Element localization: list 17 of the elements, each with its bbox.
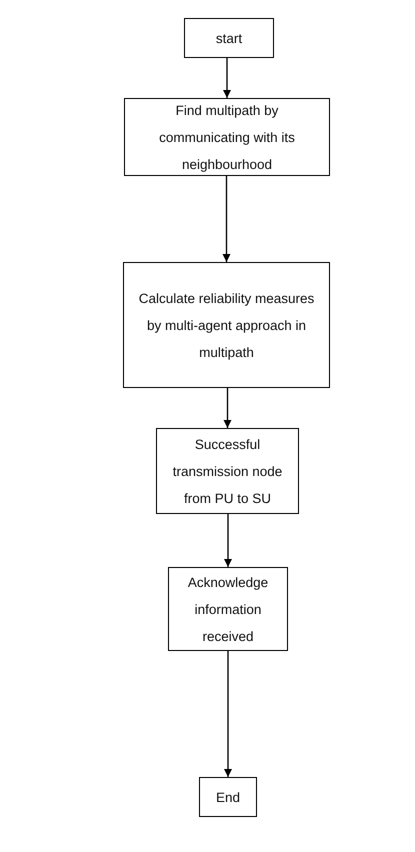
arrow (224, 514, 232, 567)
step-text: start (216, 30, 242, 48)
step-text: End (216, 788, 240, 806)
arrow (222, 176, 230, 262)
process-box (184, 18, 274, 58)
process-box (156, 428, 299, 514)
process-box (199, 777, 257, 817)
step-text: Acknowledge information received (186, 574, 270, 646)
process-box (168, 567, 288, 651)
step-text: Calculate reliability measures by multi-agent approach in multipath (138, 290, 316, 362)
step-text: Successful transmission node from PU to SU (172, 436, 284, 508)
arrow (223, 58, 231, 98)
process-box (123, 262, 330, 388)
step-text: Find multipath by communicating with its neighbourhood (158, 102, 296, 174)
arrow (224, 651, 232, 777)
process-box (124, 98, 330, 176)
arrow (224, 388, 232, 428)
